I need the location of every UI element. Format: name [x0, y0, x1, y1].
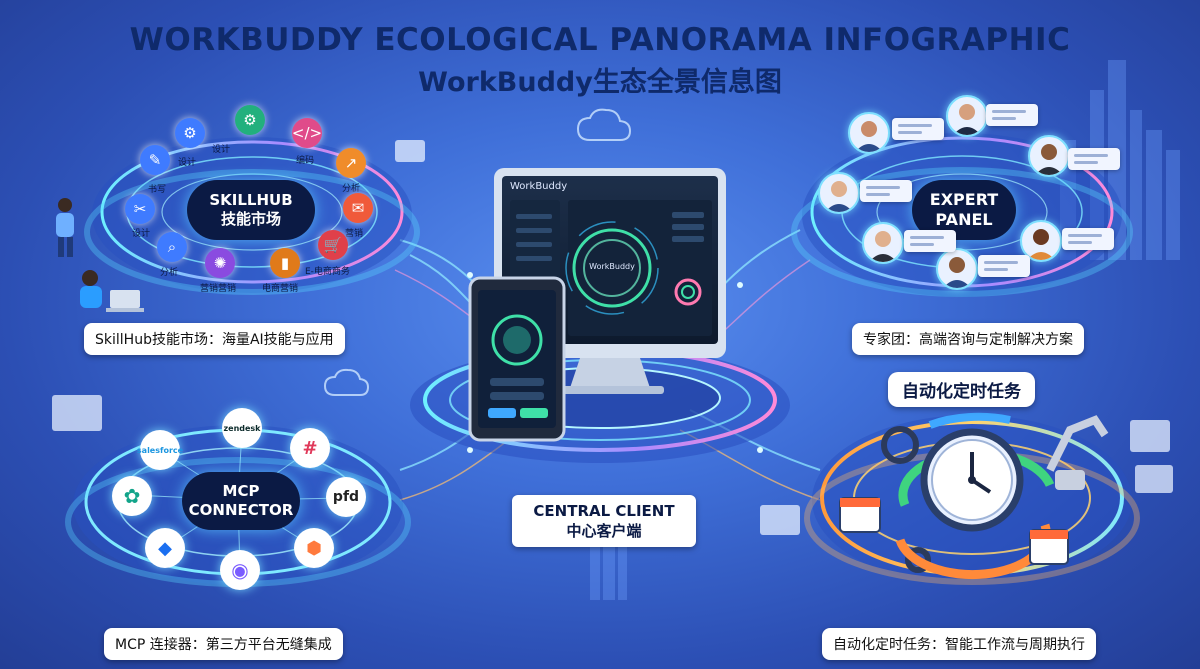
gear-icon: ⚙	[183, 124, 197, 142]
page-title-english: WORKBUDDY ECOLOGICAL PANORAMA INFOGRAPHI…	[129, 22, 1071, 58]
skillhub-hub-line1: SKILLHUB	[209, 191, 293, 209]
skill-label: 设计	[132, 229, 151, 239]
person-illustration	[56, 198, 74, 257]
skill-label: 编码	[296, 156, 315, 166]
skill-label: 营销营销	[200, 284, 237, 294]
skill-label: 电商营销	[262, 284, 299, 294]
mcp-hub-line1: MCP	[222, 482, 260, 500]
expert-profile-card	[892, 118, 944, 140]
page-title-chinese: WorkBuddy生态全景信息图	[418, 67, 782, 98]
expert-hub-line2: PANEL	[935, 210, 993, 229]
skill-node-design-gear[interactable]: ⚙	[175, 118, 205, 148]
network-icon: ✺	[213, 254, 227, 272]
salesforce-icon: salesforce	[136, 445, 184, 455]
hubspot-icon: ⬢	[306, 537, 322, 559]
slack-logo[interactable]: #	[290, 428, 330, 468]
expert-avatar[interactable]	[818, 172, 860, 214]
person-laptop-illustration	[80, 270, 144, 312]
skill-label: 分析	[160, 268, 179, 278]
clover-icon: ✿	[123, 484, 141, 508]
skill-label: 营销	[345, 229, 364, 239]
central-client-label[interactable]: CENTRAL CLIENT 中心客户端	[512, 495, 696, 547]
expert-avatar[interactable]	[848, 112, 890, 154]
pfd-logo[interactable]: pfd	[326, 477, 366, 517]
pfd-icon: pfd	[332, 489, 360, 505]
automation-title[interactable]: 自动化定时任务	[888, 372, 1035, 407]
pencil-icon: ✎	[148, 151, 162, 169]
skill-node-ecommerce-marketing[interactable]: ▮	[270, 248, 300, 278]
expert-avatar[interactable]	[936, 248, 978, 290]
dropbox-icon: ◆	[158, 537, 172, 559]
skill-label: 分析	[342, 184, 361, 194]
zendesk-icon: zendesk	[223, 423, 261, 433]
wrench-icon: ✂	[133, 200, 147, 218]
central-client-line1: CENTRAL CLIENT	[533, 502, 675, 520]
expert-hub-line1: EXPERT	[929, 190, 999, 209]
salesforce-logo[interactable]: salesforce	[136, 430, 184, 470]
megaphone-icon: ✉	[351, 199, 365, 217]
search-icon: ⌕	[167, 238, 177, 256]
mcp-hub-label[interactable]: MCP CONNECTOR	[182, 472, 300, 530]
skill-node-design-pencil[interactable]: ✎	[140, 145, 170, 175]
mcp-hub-line2: CONNECTOR	[188, 501, 294, 519]
automation-caption: 自动化定时任务：智能工作流与周期执行	[822, 628, 1096, 660]
skill-label: 设计	[212, 145, 231, 155]
expert-profile-card	[904, 230, 956, 252]
monitor-app-name: WorkBuddy	[510, 181, 568, 192]
expert-profile-card	[1062, 228, 1114, 250]
expert-profile-card	[1068, 148, 1120, 170]
monitor-center-label: WorkBuddy	[589, 262, 635, 271]
central-client-line2: 中心客户端	[566, 522, 642, 540]
skill-node-analytics[interactable]: ↗	[336, 148, 366, 178]
bar-chart-icon: ▮	[280, 254, 290, 272]
gear-icon: ⚙	[243, 111, 257, 129]
skill-node-ecommerce[interactable]: 🛒	[318, 230, 348, 260]
skill-node-marketing[interactable]: ✉	[343, 193, 373, 223]
clover-logo[interactable]: ✿	[112, 476, 152, 516]
skill-node-network[interactable]: ✺	[205, 248, 235, 278]
skill-node-tools[interactable]: ✂	[125, 194, 155, 224]
skill-label: 书写	[148, 185, 167, 195]
expert-profile-card	[978, 255, 1030, 277]
skill-label: E-电商商务	[305, 267, 350, 277]
skill-node-search[interactable]: ⌕	[157, 232, 187, 262]
expert-caption: 专家团：高端咨询与定制解决方案	[852, 323, 1084, 355]
skill-node-code[interactable]: </>	[292, 118, 322, 148]
expert-profile-card	[986, 104, 1038, 126]
chart-icon: ↗	[344, 154, 358, 172]
skillhub-caption: SkillHub技能市场：海量AI技能与应用	[84, 323, 345, 355]
skill-node-settings[interactable]: ⚙	[235, 105, 265, 135]
expert-avatar[interactable]	[946, 95, 988, 137]
expert-avatar[interactable]	[862, 222, 904, 264]
skillhub-hub-label[interactable]: SKILLHUB 技能市场	[187, 180, 315, 240]
expert-avatar[interactable]	[1028, 135, 1070, 177]
hubspot-logo[interactable]: ⬢	[294, 528, 334, 568]
expert-profile-card	[860, 180, 912, 202]
skill-label: 设计	[178, 158, 197, 168]
microsoft-icon: ◉	[231, 558, 249, 582]
cart-icon: 🛒	[323, 236, 343, 254]
skillhub-hub-line2: 技能市场	[220, 210, 281, 228]
code-icon: </>	[291, 124, 323, 142]
slack-icon: #	[302, 437, 318, 459]
dropbox-logo[interactable]: ◆	[145, 528, 185, 568]
mcp-caption: MCP 连接器：第三方平台无缝集成	[104, 628, 343, 660]
zendesk-logo[interactable]: zendesk	[222, 408, 262, 448]
microsoft-logo[interactable]: ◉	[220, 550, 260, 590]
